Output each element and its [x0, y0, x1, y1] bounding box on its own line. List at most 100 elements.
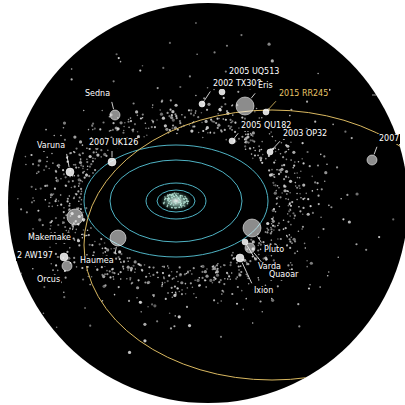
- belt-object: [148, 127, 150, 129]
- belt-object: [226, 45, 228, 47]
- belt-object: [348, 220, 351, 223]
- inner-object: [178, 207, 180, 209]
- belt-object: [49, 246, 51, 248]
- belt-object: [269, 133, 271, 135]
- belt-object: [322, 228, 324, 230]
- inner-object: [181, 203, 183, 205]
- belt-object: [288, 238, 290, 240]
- belt-object: [38, 210, 40, 212]
- belt-object: [148, 273, 150, 275]
- belt-object: [104, 251, 106, 253]
- belt-object: [295, 185, 297, 187]
- belt-object: [281, 164, 283, 166]
- named-body: [62, 261, 72, 271]
- belt-object: [106, 270, 108, 272]
- belt-object: [272, 182, 274, 184]
- belt-object: [192, 286, 194, 288]
- belt-object: [63, 291, 65, 293]
- belt-object: [231, 120, 233, 122]
- belt-object: [196, 53, 198, 55]
- belt-object: [107, 149, 109, 151]
- belt-object: [220, 266, 222, 268]
- belt-object: [215, 122, 217, 124]
- belt-object: [207, 132, 209, 134]
- belt-object: [217, 113, 219, 115]
- belt-object: [213, 279, 215, 281]
- belt-object: [165, 298, 167, 300]
- belt-object: [128, 351, 131, 354]
- belt-object: [134, 260, 137, 263]
- belt-object: [273, 176, 275, 178]
- belt-object: [147, 281, 150, 284]
- belt-object: [246, 261, 248, 263]
- belt-object: [115, 253, 117, 255]
- belt-object: [317, 182, 319, 184]
- belt-object: [105, 248, 107, 250]
- belt-object: [278, 229, 280, 231]
- belt-object: [75, 166, 77, 168]
- belt-object: [74, 186, 76, 188]
- belt-object: [141, 269, 143, 271]
- belt-object: [288, 149, 290, 151]
- inner-object: [174, 207, 176, 209]
- belt-object: [75, 147, 77, 149]
- belt-object: [120, 253, 122, 255]
- belt-object: [140, 311, 142, 313]
- belt-object: [37, 210, 39, 212]
- inner-object: [173, 204, 175, 206]
- belt-object: [58, 200, 60, 202]
- belt-object: [289, 115, 291, 117]
- belt-object: [289, 192, 291, 194]
- belt-object: [240, 265, 242, 267]
- belt-object: [257, 245, 259, 247]
- belt-object: [216, 274, 219, 277]
- belt-object: [94, 241, 96, 243]
- belt-object: [176, 287, 178, 289]
- belt-object: [55, 177, 57, 179]
- belt-object: [309, 165, 311, 167]
- belt-object: [113, 278, 115, 280]
- object-label: 2002 TX300: [212, 79, 263, 89]
- leader-line: [234, 133, 238, 138]
- belt-object: [302, 213, 304, 215]
- belt-object: [285, 227, 287, 229]
- belt-object: [60, 204, 62, 206]
- belt-object: [290, 205, 292, 207]
- belt-object: [206, 126, 209, 129]
- belt-object: [323, 155, 325, 157]
- belt-object: [168, 275, 170, 277]
- belt-object: [254, 154, 256, 156]
- belt-object: [193, 267, 195, 269]
- named-body: [245, 243, 255, 253]
- belt-object: [60, 135, 62, 137]
- belt-object: [74, 164, 76, 166]
- belt-object: [130, 117, 132, 119]
- belt-object: [50, 193, 53, 196]
- belt-object: [142, 113, 144, 115]
- belt-object: [57, 270, 59, 272]
- rr245-orbit: [84, 110, 405, 380]
- belt-object: [294, 161, 296, 163]
- belt-object: [94, 128, 96, 130]
- belt-object: [168, 267, 170, 269]
- belt-object: [123, 261, 125, 263]
- belt-object: [195, 22, 197, 24]
- belt-object: [307, 213, 310, 216]
- belt-object: [139, 301, 141, 303]
- belt-object: [288, 205, 290, 207]
- belt-object: [84, 177, 86, 179]
- belt-object: [296, 172, 298, 174]
- belt-object: [80, 204, 82, 206]
- belt-object: [68, 230, 70, 232]
- belt-object: [92, 123, 94, 125]
- belt-object: [247, 133, 249, 135]
- belt-object: [163, 277, 165, 279]
- belt-object: [176, 271, 178, 273]
- belt-object: [43, 312, 45, 314]
- belt-object: [152, 120, 154, 122]
- leader-line: [251, 93, 255, 98]
- belt-object: [48, 202, 50, 204]
- belt-object: [190, 109, 192, 111]
- belt-object: [317, 195, 319, 197]
- belt-object: [129, 279, 131, 281]
